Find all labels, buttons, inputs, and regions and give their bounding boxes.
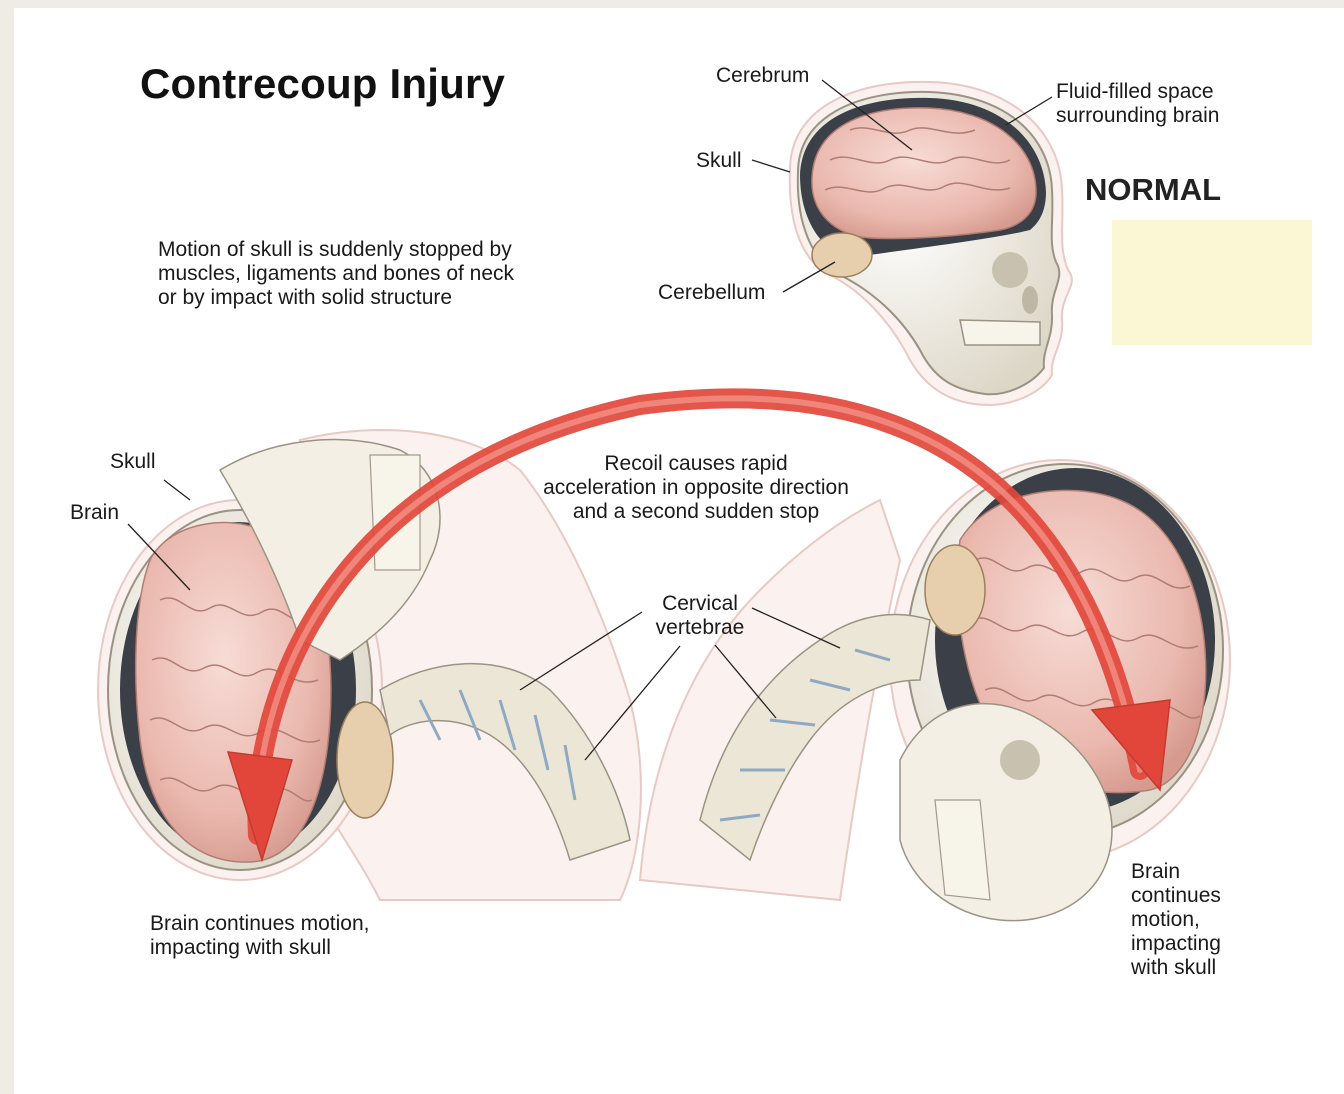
label-motion-stopped: Motion of skull is suddenly stopped by m… <box>158 238 514 310</box>
leader-skull-left <box>164 480 190 500</box>
label-cervical-vertebrae: Cervical vertebrae <box>630 592 770 640</box>
label-brain-continues-left: Brain continues motion, impacting with s… <box>150 912 369 960</box>
normal-label: NORMAL <box>1085 172 1221 208</box>
leader-skull-top <box>752 160 790 172</box>
label-cerebellum: Cerebellum <box>658 281 765 305</box>
diagram-title: Contrecoup Injury <box>140 60 505 108</box>
label-cerebrum: Cerebrum <box>716 64 809 88</box>
label-brain-continues-right: Brain continues motion, impacting with s… <box>1131 860 1221 980</box>
right-head-illustration <box>640 460 1230 921</box>
label-recoil: Recoil causes rapid acceleration in oppo… <box>500 452 892 524</box>
label-brain-left: Brain <box>70 501 119 525</box>
label-skull-left: Skull <box>110 450 156 474</box>
leader-cerebellum <box>783 262 835 292</box>
label-skull-top: Skull <box>696 149 742 173</box>
normal-head-illustration <box>790 82 1072 405</box>
label-fluid-space: Fluid-filled space surrounding brain <box>1056 80 1219 128</box>
